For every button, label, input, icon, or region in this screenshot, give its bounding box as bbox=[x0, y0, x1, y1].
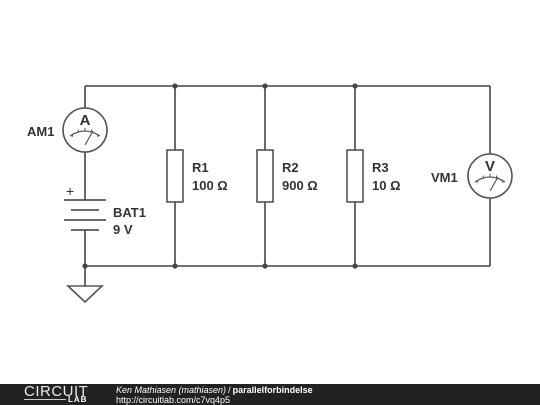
logo-underline bbox=[24, 399, 66, 400]
voltmeter-symbol: V bbox=[485, 158, 495, 175]
battery-value: 9 V bbox=[113, 222, 133, 237]
junction-dots bbox=[82, 83, 358, 269]
voltmeter-label: VM1 bbox=[431, 170, 458, 185]
r1-value: 100 Ω bbox=[192, 178, 228, 193]
ammeter-am1[interactable]: A AM1 bbox=[27, 107, 108, 153]
circuit-schematic: A AM1 + BAT1 9 V R1 100 Ω R2 900 Ω R3 10… bbox=[27, 83, 513, 304]
resistor-r3[interactable]: R3 10 Ω bbox=[346, 149, 401, 203]
logo-lab-text: LAB bbox=[68, 395, 88, 404]
ammeter-label: AM1 bbox=[27, 124, 54, 139]
r3-label: R3 bbox=[372, 160, 389, 175]
battery-plus-sign: + bbox=[66, 183, 74, 199]
r3-value: 10 Ω bbox=[372, 178, 401, 193]
footer-separator: / bbox=[228, 385, 231, 395]
r2-value: 900 Ω bbox=[282, 178, 318, 193]
author-name[interactable]: Ken Mathiasen (mathiasen) bbox=[116, 385, 227, 395]
circuitlab-logo[interactable]: CIRCUIT LAB bbox=[24, 383, 94, 405]
r2-label: R2 bbox=[282, 160, 299, 175]
battery-label: BAT1 bbox=[113, 205, 146, 220]
footer-line-1: Ken Mathiasen (mathiasen)/parallelforbin… bbox=[116, 385, 313, 395]
footer-info: Ken Mathiasen (mathiasen)/parallelforbin… bbox=[116, 385, 313, 405]
wires bbox=[84, 85, 491, 286]
voltmeter-vm1[interactable]: V VM1 bbox=[431, 153, 513, 199]
footer-bar: CIRCUIT LAB Ken Mathiasen (mathiasen)/pa… bbox=[0, 383, 540, 405]
logo-circuit-text: CIRCUIT bbox=[24, 383, 89, 400]
resistor-r1[interactable]: R1 100 Ω bbox=[166, 149, 228, 203]
ammeter-symbol: A bbox=[80, 112, 91, 129]
r1-label: R1 bbox=[192, 160, 209, 175]
ground-symbol bbox=[65, 285, 105, 304]
circuit-url[interactable]: http://circuitlab.com/c7vq4p5 bbox=[116, 395, 231, 405]
resistor-r2[interactable]: R2 900 Ω bbox=[256, 149, 318, 203]
battery-bat1[interactable]: + BAT1 9 V bbox=[64, 183, 146, 238]
circuit-title[interactable]: parallelforbindelse bbox=[232, 385, 313, 395]
